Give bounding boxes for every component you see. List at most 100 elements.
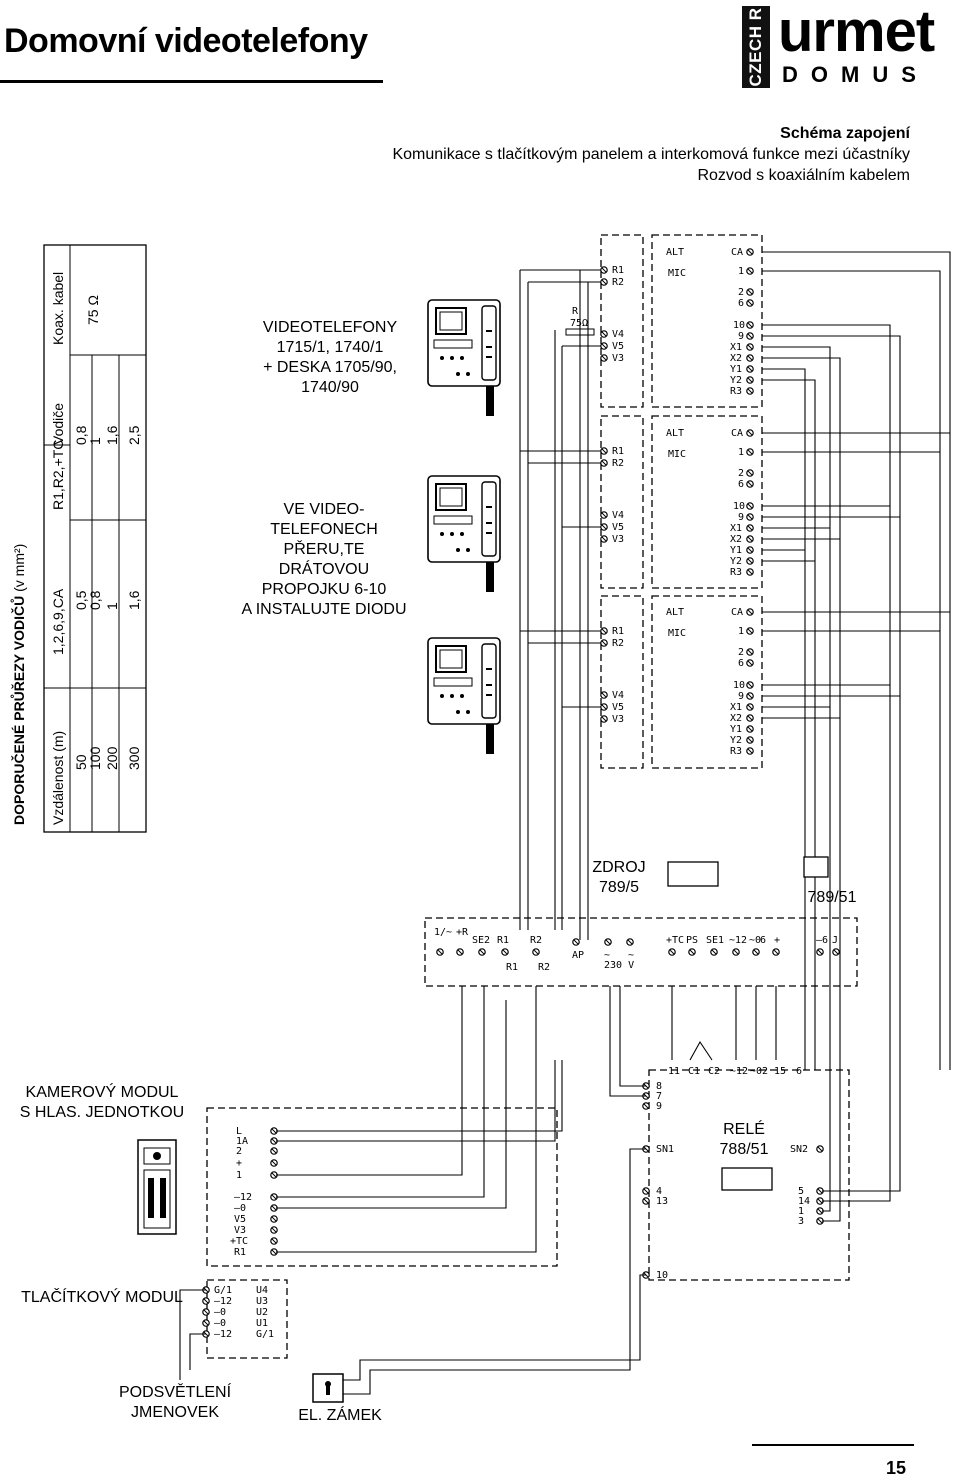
svg-text:G/1: G/1 <box>256 1329 274 1340</box>
camera-module: L 1A 2 + 1 –12 –0 V5 V3 +TC R1 <box>137 1126 278 1258</box>
svg-text:J: J <box>832 935 838 946</box>
svg-text:9: 9 <box>738 331 744 342</box>
svg-text:U2: U2 <box>256 1307 268 1318</box>
svg-text:0,8: 0,8 <box>87 590 103 610</box>
svg-text:Y1: Y1 <box>730 724 742 735</box>
svg-text:R1: R1 <box>234 1247 246 1258</box>
svg-text:–0: –0 <box>234 1203 246 1214</box>
svg-text:R3: R3 <box>730 567 742 578</box>
svg-text:6: 6 <box>738 298 744 309</box>
svg-text:300: 300 <box>126 746 142 770</box>
svg-text:ALT: ALT <box>666 247 684 258</box>
svg-text:V5: V5 <box>612 341 624 352</box>
svg-text:7: 7 <box>656 1091 662 1102</box>
svg-text:Koax. kabel: Koax. kabel <box>50 272 66 345</box>
svg-text:15: 15 <box>774 1066 786 1077</box>
phone-terminals-3: R1 R2 V4 V5 V3 ALT CA MIC 1 2 6 10 9 X1 … <box>600 607 754 757</box>
svg-text:0,8: 0,8 <box>73 425 89 445</box>
svg-text:1,2,6,9,CA: 1,2,6,9,CA <box>50 588 66 655</box>
svg-text:75 Ω: 75 Ω <box>85 295 101 325</box>
svg-text:~: ~ <box>604 950 610 961</box>
svg-text:V4: V4 <box>612 690 624 701</box>
svg-text:R2: R2 <box>612 458 624 469</box>
svg-text:V5: V5 <box>612 522 624 533</box>
relay-device-icon <box>721 1167 773 1191</box>
videophone-2 <box>427 475 501 593</box>
svg-text:11: 11 <box>668 1066 680 1077</box>
svg-text:Vodiče: Vodiče <box>50 403 66 445</box>
svg-text:X1: X1 <box>730 523 742 534</box>
svg-text:V3: V3 <box>612 353 624 364</box>
lower-wires <box>179 986 901 1395</box>
phone-boxes <box>600 234 763 769</box>
svg-text:8: 8 <box>656 1081 662 1092</box>
svg-text:CA: CA <box>731 607 743 618</box>
brand-logo: urmet <box>778 0 935 64</box>
svg-text:R1,R2,+TC: R1,R2,+TC <box>50 440 66 510</box>
svg-text:1: 1 <box>798 1206 804 1217</box>
svg-text:1: 1 <box>738 447 744 458</box>
svg-text:9: 9 <box>738 512 744 523</box>
page-title: Domovní videotelefony <box>4 22 368 60</box>
svg-text:9: 9 <box>656 1101 662 1112</box>
svg-text:Y2: Y2 <box>730 556 742 567</box>
svg-text:1: 1 <box>87 437 103 445</box>
svg-text:R1: R1 <box>506 962 518 973</box>
svg-text:1: 1 <box>738 266 744 277</box>
svg-text:SN1: SN1 <box>656 1144 674 1155</box>
svg-text:6: 6 <box>796 1066 802 1077</box>
svg-text:–6: –6 <box>816 935 828 946</box>
button-module: G/1 –12 –0 –0 –12 U4 U3 U2 U1 G/1 <box>202 1285 274 1340</box>
svg-text:10: 10 <box>733 320 745 331</box>
svg-text:ALT: ALT <box>666 428 684 439</box>
brand-sub: DOMUS <box>782 62 929 87</box>
svg-text:R2: R2 <box>530 935 542 946</box>
svg-text:MIC: MIC <box>668 449 686 460</box>
videophone-1 <box>427 299 501 417</box>
page-rule <box>752 1444 914 1446</box>
svg-text:–12: –12 <box>214 1296 232 1307</box>
psu-device-icon <box>667 861 719 887</box>
svg-text:R2: R2 <box>538 962 550 973</box>
svg-text:10: 10 <box>733 501 745 512</box>
svg-text:C2: C2 <box>708 1066 720 1077</box>
svg-text:230 V: 230 V <box>604 960 634 971</box>
svg-text:10: 10 <box>733 680 745 691</box>
svg-text:6: 6 <box>738 658 744 669</box>
svg-text:~12: ~12 <box>730 1066 748 1077</box>
svg-text:R3: R3 <box>730 386 742 397</box>
svg-text:+TC: +TC <box>666 935 684 946</box>
svg-text:2: 2 <box>762 1066 768 1077</box>
svg-text:Y1: Y1 <box>730 364 742 375</box>
svg-text:L: L <box>236 1126 242 1137</box>
svg-text:75Ω: 75Ω <box>570 318 588 329</box>
svg-text:2: 2 <box>738 287 744 298</box>
svg-text:+: + <box>236 1158 242 1169</box>
svg-text:Y2: Y2 <box>730 735 742 746</box>
svg-text:V4: V4 <box>612 329 624 340</box>
psu-terminals: 1/~ +R SE2 R1 R2 R1 R2 AP ~ ~ 230 V +TC … <box>434 927 840 973</box>
bus-wires <box>519 251 951 1070</box>
svg-text:X2: X2 <box>730 713 742 724</box>
title-rule <box>0 80 383 83</box>
svg-text:–0: –0 <box>214 1318 226 1329</box>
brand-tag: CZECH R <box>742 6 770 88</box>
svg-text:R1: R1 <box>612 626 624 637</box>
svg-text:13: 13 <box>656 1196 668 1207</box>
svg-text:X1: X1 <box>730 342 742 353</box>
svg-text:9: 9 <box>738 691 744 702</box>
svg-text:Vzdálenost (m): Vzdálenost (m) <box>50 731 66 825</box>
svg-text:10: 10 <box>656 1270 668 1281</box>
svg-text:R1: R1 <box>612 265 624 276</box>
svg-text:100: 100 <box>87 746 103 770</box>
svg-text:U4: U4 <box>256 1285 268 1296</box>
svg-text:X1: X1 <box>730 702 742 713</box>
svg-text:14: 14 <box>798 1196 810 1207</box>
svg-text:AP: AP <box>572 950 584 961</box>
schema-subtitle: Komunikace s tlačítkovým panelem a inter… <box>392 146 910 163</box>
